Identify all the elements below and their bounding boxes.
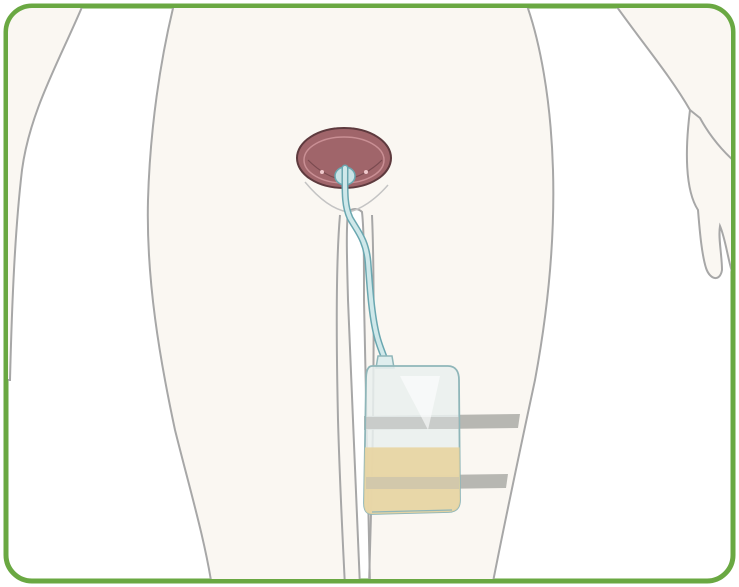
- strap-through-bag: [366, 417, 459, 429]
- urine-drainage-bag-icon: [360, 356, 464, 520]
- strap-through-bag-lower: [366, 477, 459, 489]
